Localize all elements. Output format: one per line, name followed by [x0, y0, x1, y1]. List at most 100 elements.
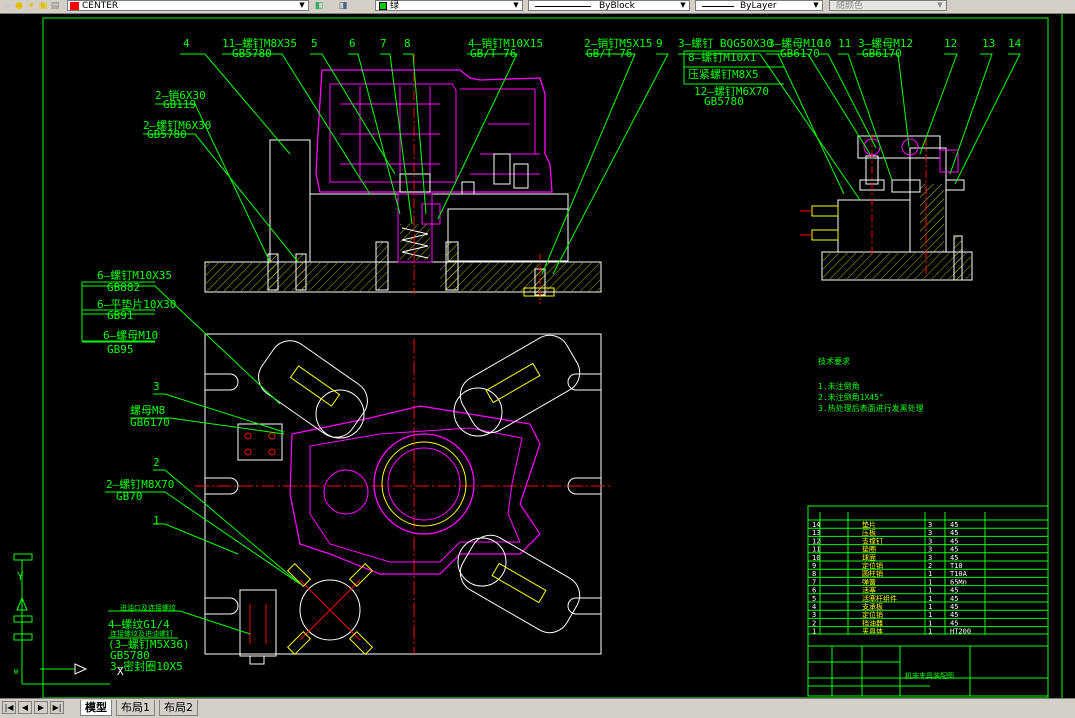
bom-cell-material: T10A [950, 570, 968, 578]
bom-cell-name: 定位销 [862, 610, 883, 619]
workpiece-right [460, 88, 540, 175]
drawing-canvas[interactable]: 4 11—螺钉M8X35 GB5780 5 6 7 8 4—销钉M10X15 G… [0, 14, 1075, 698]
shim [945, 179, 965, 191]
bom-cell-qty: 1 [928, 587, 932, 595]
callout-thread: 4—螺纹G1/4 [108, 617, 170, 631]
bom-cell-qty: 1 [928, 628, 932, 636]
callout-screw6: 2—螺钉M6X30 [143, 119, 211, 132]
bom-cell-material: 45 [950, 587, 958, 595]
bom-cell-no: 1 [812, 628, 816, 636]
callout-10: 10 [818, 37, 831, 50]
bom-cell-name: 弹簧 [862, 577, 876, 586]
callout-seal: 3—密封圈10X5 [110, 659, 183, 673]
callout-13: 13 [982, 37, 995, 50]
last-tab-icon[interactable]: ▶| [50, 701, 64, 714]
lock-closed-icon[interactable]: ▤ [50, 1, 60, 11]
cylinder-body [447, 208, 569, 262]
linetype-bylayer-dropdown[interactable]: ByBlock ▼ [528, 0, 690, 11]
bom-cell-material: 45 [950, 529, 958, 537]
fitting-1 [811, 205, 839, 217]
linetype-dropdown[interactable]: CENTER ▼ [67, 0, 309, 11]
layout-tab-bar: |◀ ◀ ▶ ▶| 模型 布局1 布局2 [0, 698, 1075, 718]
slot-left-1 [205, 373, 239, 391]
layer-state-icon[interactable]: ◆ [3, 1, 11, 11]
bom-cell-material: 65Mn [950, 578, 967, 586]
spring-coils [401, 227, 429, 259]
pressure-plate [939, 149, 959, 173]
locating-hole-1 [244, 432, 252, 440]
bom-cell-name: 挡油器 [862, 618, 883, 627]
notes-title: 技术要求 [818, 356, 850, 366]
callout-8: 8 [404, 37, 411, 50]
labels-top: 4 11—螺钉M8X35 GB5780 5 6 7 8 4—销钉M10X15 G… [143, 36, 1022, 141]
next-tab-icon[interactable]: ▶ [34, 701, 48, 714]
manifold-diag-2 [299, 579, 361, 641]
stud-b [493, 153, 511, 185]
callout-m12-std: GB6170 [862, 47, 902, 60]
labels-left: 6—螺钉M10X35 GB882 6—平垫片10X30 GB91 6—螺母M10… [97, 269, 190, 673]
lightbulb-icon[interactable]: ● [15, 1, 23, 11]
callout-screw5: (3—螺钉M5X36) [108, 638, 190, 651]
bom-cell-material: 45 [950, 537, 958, 545]
ucs-y-label: Y [17, 570, 24, 583]
callout-bolt-d: 12—螺钉M6X70 [694, 85, 769, 98]
color-dropdown[interactable]: 绿 ▼ [375, 0, 523, 11]
color-value: 绿 [390, 1, 400, 11]
bore-outer [373, 433, 475, 535]
ucs-icon: Y X W [13, 553, 124, 685]
green-swatch-icon [379, 2, 387, 10]
port-plug [249, 655, 265, 665]
bom-cell-no: 5 [812, 595, 816, 603]
callout-bolt-e: GB5780 [704, 95, 744, 108]
pin-right-base [523, 287, 555, 297]
ucs-x-label: X [117, 665, 124, 678]
slot-left-2 [205, 477, 239, 495]
bom-cell-material: 45 [950, 554, 958, 562]
bom-cell-qty: 3 [928, 554, 932, 562]
layer-manager-icon[interactable]: ◧ [314, 1, 324, 11]
manifold-fitting-3 [286, 630, 312, 656]
workpiece-outline [315, 69, 553, 193]
bom-cell-qty: 1 [928, 595, 932, 603]
callout-bolt-c: 压紧螺钉M8X5 [688, 68, 759, 81]
bom-cell-qty: 3 [928, 546, 932, 554]
tab-layout2[interactable]: 布局2 [159, 700, 198, 716]
manifold-fitting-2 [348, 562, 374, 588]
bom-cell-qty: 3 [928, 529, 932, 537]
callout-14: 14 [1008, 37, 1022, 50]
line-sample-icon [702, 6, 734, 7]
callout-12: 12 [944, 37, 957, 50]
side-base-hatch [823, 253, 971, 279]
sun-icon[interactable]: ☀ [26, 1, 36, 11]
layer-previous-icon[interactable]: ◨ [338, 1, 348, 11]
plotstyle-dropdown[interactable]: 随颜色 ▼ [829, 0, 947, 11]
bom-cell-name: 垫片 [862, 520, 876, 529]
lineweight-dropdown[interactable]: ByLayer ▼ [695, 0, 823, 11]
chevron-down-icon[interactable]: ▼ [813, 1, 819, 9]
chevron-down-icon[interactable]: ▼ [513, 1, 519, 9]
callout-m10-std: GB6170 [780, 47, 820, 60]
notes-line-2: 2.未注倒角1X45° [818, 392, 884, 402]
tab-model[interactable]: 模型 [80, 700, 112, 716]
chevron-down-icon[interactable]: ▼ [299, 1, 305, 9]
tab-layout1[interactable]: 布局1 [116, 700, 155, 716]
chevron-down-icon[interactable]: ▼ [937, 1, 943, 9]
prev-tab-icon[interactable]: ◀ [18, 701, 32, 714]
first-tab-icon[interactable]: |◀ [2, 701, 16, 714]
ucs-mark-2 [13, 615, 33, 623]
bom-cell-qty: 3 [928, 537, 932, 545]
callout-nut10-std: GB95 [107, 343, 134, 356]
bom-cell-no: 11 [812, 546, 820, 554]
bom-cell-qty: 1 [928, 619, 932, 627]
red-swatch-icon [70, 2, 79, 10]
clamp-bottom-right [457, 534, 581, 634]
lock-icon[interactable]: ▣ [38, 1, 48, 11]
ucs-mark-3 [13, 633, 33, 641]
callout-6: 6 [349, 37, 356, 50]
callout-pin6: 2—销6X30 [155, 88, 206, 102]
callout-9: 9 [656, 37, 663, 50]
chevron-down-icon[interactable]: ▼ [680, 1, 686, 9]
front-view [204, 54, 602, 304]
bore-ring [381, 441, 467, 527]
